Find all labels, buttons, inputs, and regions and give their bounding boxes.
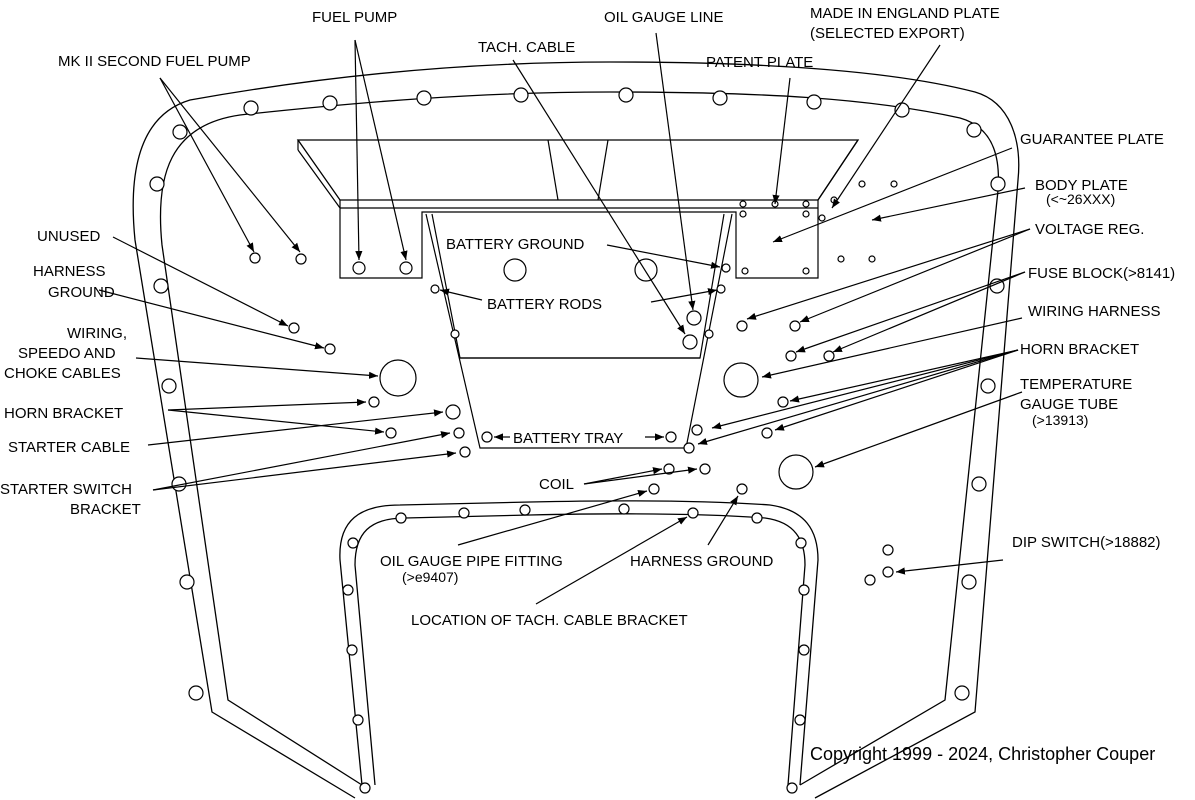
label-starter-switch-line2: BRACKET [70,501,141,518]
label-made-in-england-line2: (SELECTED EXPORT) [810,25,965,42]
dip-switch-name: DIP SWITCH [1012,534,1100,551]
battery-box [296,139,860,449]
label-tach-cable: TACH. CABLE [478,39,575,56]
label-mk2-fuel-pump: MK II SECOND FUEL PUMP [58,53,251,70]
label-horn-bracket-left: HORN BRACKET [4,405,123,422]
fuse-block-name: FUSE BLOCK [1028,265,1123,282]
label-wiring-harness: WIRING HARNESS [1028,303,1161,320]
label-harness-ground-bottom: HARNESS GROUND [630,553,774,570]
label-horn-bracket-right: HORN BRACKET [1020,341,1139,358]
label-patent-plate: PATENT PLATE [706,54,813,71]
label-fuel-pump: FUEL PUMP [312,9,397,26]
leader-lines [98,32,1031,605]
label-dip-switch: DIP SWITCH(>18882) [1012,534,1161,551]
copyright-notice: Copyright 1999 - 2024, Christopher Coupe… [810,744,1155,764]
label-starter-cable: STARTER CABLE [8,439,130,456]
label-tach-cable-bracket: LOCATION OF TACH. CABLE BRACKET [411,612,688,629]
label-harness-ground-line1: HARNESS [33,263,106,280]
label-temp-gauge-line1: TEMPERATURE [1020,376,1132,393]
label-wiring-line3: CHOKE CABLES [4,365,121,382]
label-oil-gauge-line: OIL GAUGE LINE [604,9,723,26]
label-temp-gauge-note: (>13913) [1032,412,1088,428]
label-unused: UNUSED [37,228,101,245]
label-battery-rods: BATTERY RODS [487,296,602,313]
holes [149,87,1006,794]
label-body-plate-note: (<~26XXX) [1046,191,1115,207]
label-wiring-line1: WIRING, [67,325,127,342]
label-fuse-block: FUSE BLOCK(>8141) [1028,265,1175,282]
dip-switch-note: (>18882) [1100,534,1160,551]
label-oil-gauge-pipe-line1: OIL GAUGE PIPE FITTING [380,553,563,570]
label-guarantee-plate: GUARANTEE PLATE [1020,131,1164,148]
label-temp-gauge-line2: GAUGE TUBE [1020,396,1118,413]
label-wiring-line2: SPEEDO AND [18,345,116,362]
label-oil-gauge-pipe-note: (>e9407) [402,569,458,585]
label-voltage-reg: VOLTAGE REG. [1035,221,1144,238]
label-body-plate: BODY PLATE [1035,177,1128,194]
label-battery-tray: BATTERY TRAY [513,430,623,447]
labels: FUEL PUMP OIL GAUGE LINE MADE IN ENGLAND… [0,5,1175,764]
bulkhead-outline [132,61,1020,799]
label-battery-ground: BATTERY GROUND [446,236,585,253]
label-harness-ground-line2: GROUND [48,284,115,301]
fuse-block-note: (>8141) [1123,265,1175,282]
label-made-in-england-line1: MADE IN ENGLAND PLATE [810,5,1000,22]
label-coil: COIL [539,476,574,493]
label-starter-switch-line1: STARTER SWITCH [0,481,132,498]
